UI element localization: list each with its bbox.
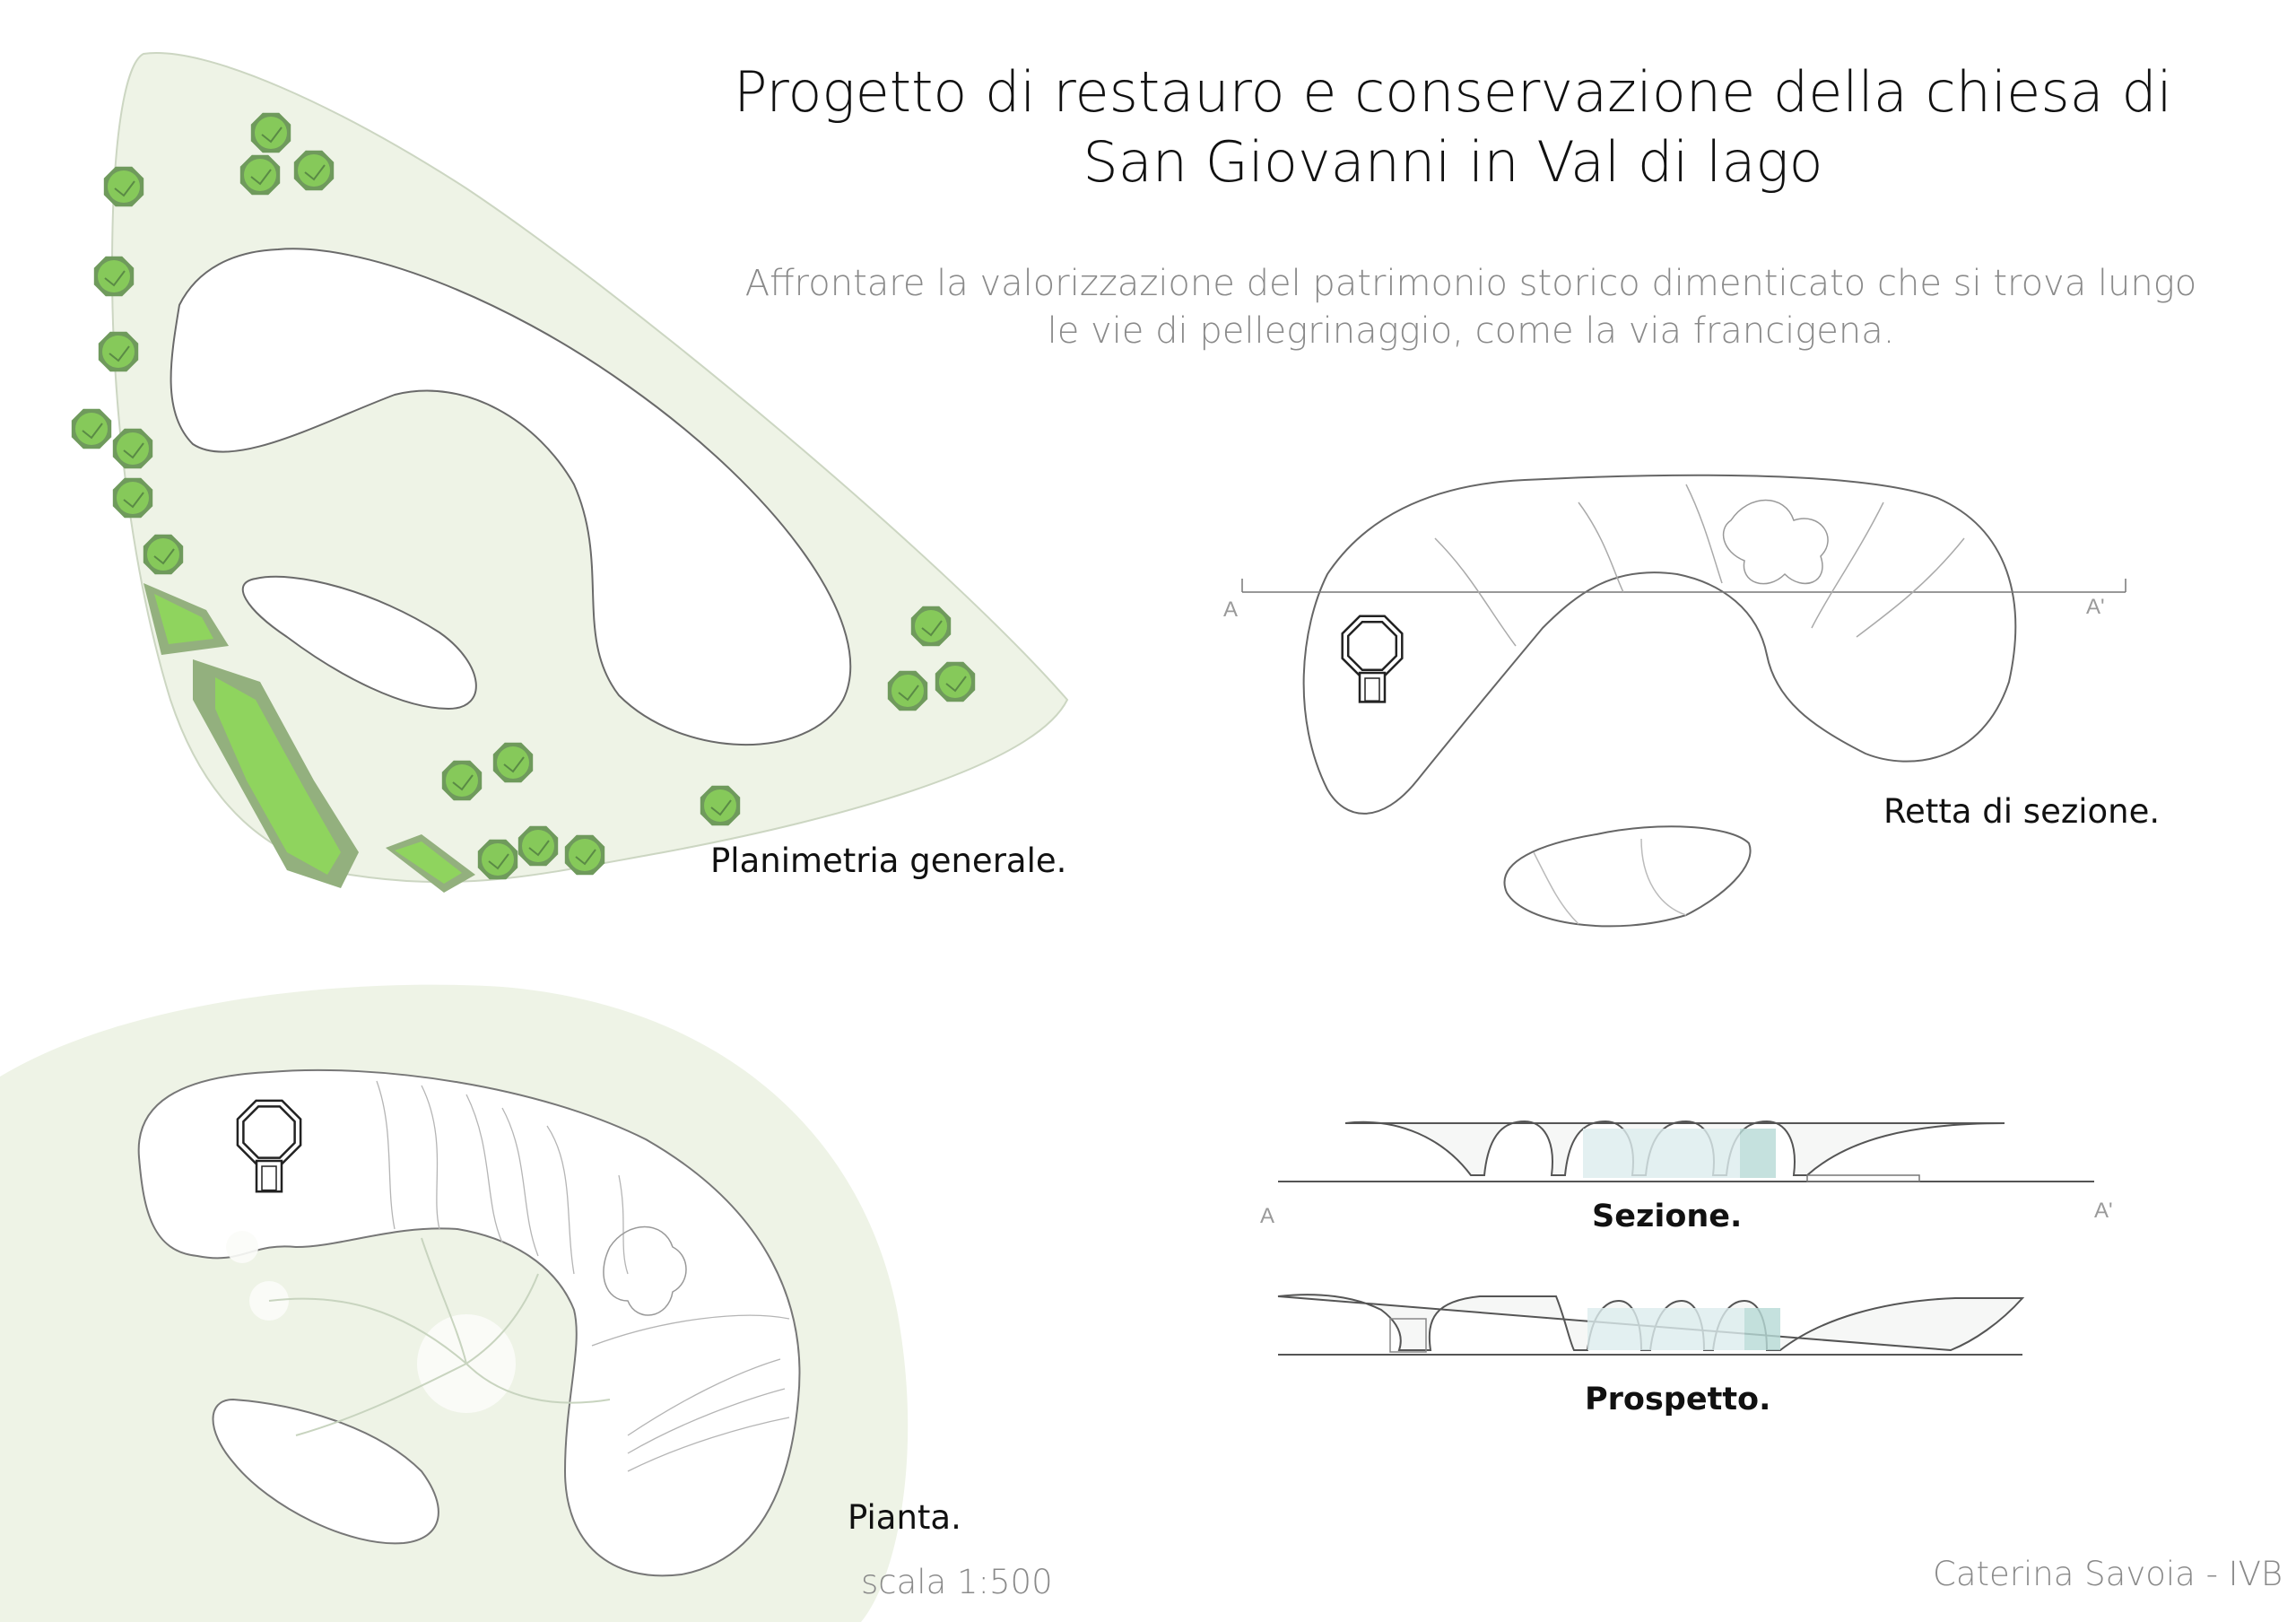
interior-rib: [546, 1125, 575, 1275]
tree-icon: [293, 150, 335, 191]
tree-icon: [250, 112, 291, 153]
hedge: [395, 842, 462, 884]
plan-path: [465, 1273, 539, 1365]
plan-rib: [1685, 484, 1723, 584]
trees: [71, 112, 976, 880]
annex-footprint: [241, 575, 477, 711]
tree-icon: [441, 760, 483, 801]
interior-rib: [591, 1314, 790, 1347]
elevation-door: [1389, 1318, 1427, 1353]
plan-rib: [1434, 537, 1517, 647]
chapel-octagon: [236, 1099, 302, 1193]
plan-rib: [1533, 851, 1579, 925]
author-credit: Caterina Savoia - IVB: [1933, 1555, 2283, 1593]
tree-icon: [564, 834, 605, 876]
interior-rib: [421, 1085, 440, 1230]
interior-rib: [501, 1107, 539, 1257]
section-line-plan: [1241, 474, 2126, 928]
label-pianta: Pianta.: [848, 1498, 961, 1537]
hedges: [144, 583, 475, 893]
section-drawing: [1278, 1120, 2094, 1182]
tree-icon: [887, 670, 928, 711]
light-glow: [226, 1231, 258, 1263]
hedge: [154, 594, 213, 644]
section-glass: [1740, 1129, 1776, 1178]
elevation-glass: [1587, 1308, 1744, 1350]
label-retta: Retta di sezione.: [1883, 792, 2161, 831]
interior-rib: [465, 1094, 503, 1243]
label-sezione: Sezione.: [1592, 1199, 1743, 1234]
chapel-octagon: [1341, 615, 1404, 703]
section-mark-end: A': [2086, 595, 2105, 619]
interior-rib: [627, 1388, 786, 1454]
floor-plan-drawing: [0, 984, 909, 1622]
page-subtitle: Affrontare la valorizzazione del patrimo…: [744, 263, 2197, 352]
elevation-drawing: [1277, 1294, 2025, 1356]
section-glass: [1583, 1129, 1740, 1178]
section-mark-start: A: [1260, 1204, 1275, 1228]
plan-path: [421, 1237, 467, 1365]
plan-rib: [1856, 537, 1965, 638]
tree-icon: [98, 331, 139, 372]
tree-icon: [517, 825, 559, 867]
interior-rib: [376, 1080, 396, 1230]
tree-icon: [910, 606, 952, 647]
tree-icon: [93, 256, 135, 297]
building-footprint: [170, 248, 852, 746]
plan-rib: [1640, 838, 1687, 916]
tree-icon: [492, 742, 534, 783]
tree-icon: [112, 477, 153, 519]
plan-flower: [1722, 499, 1829, 585]
interior-rib: [627, 1358, 781, 1436]
tree-icon: [700, 785, 741, 826]
section-mark-start: A: [1223, 597, 1239, 622]
tree-icon: [143, 534, 184, 575]
elevation-glass: [1744, 1308, 1780, 1350]
label-prospetto: Prospetto.: [1585, 1382, 1771, 1417]
interior-flower: [603, 1225, 687, 1316]
annex-outline: [212, 1398, 439, 1545]
scale-label: scala 1:500: [861, 1563, 1053, 1601]
tree-icon: [112, 428, 153, 469]
tree-icon: [935, 661, 976, 702]
section-base: [1806, 1174, 1920, 1182]
plan-building-outline: [1302, 474, 2017, 815]
hedge: [215, 677, 341, 875]
plan-annex: [1503, 825, 1752, 928]
plan-rib: [1578, 501, 1624, 593]
tree-icon: [71, 408, 112, 449]
tree-icon: [477, 839, 518, 880]
interior-rib: [618, 1174, 629, 1275]
section-mark-end: A': [2094, 1199, 2113, 1223]
interior-rib: [627, 1417, 790, 1472]
plan-ribs: [376, 1080, 790, 1472]
tree-icon: [239, 154, 281, 196]
page-title: Progetto di restauro e conservazione del…: [734, 59, 2172, 195]
plan-rib: [1811, 501, 1884, 629]
label-planimetria: Planimetria generale.: [710, 842, 1067, 880]
plan-path: [295, 1363, 467, 1436]
tree-icon: [103, 166, 144, 207]
